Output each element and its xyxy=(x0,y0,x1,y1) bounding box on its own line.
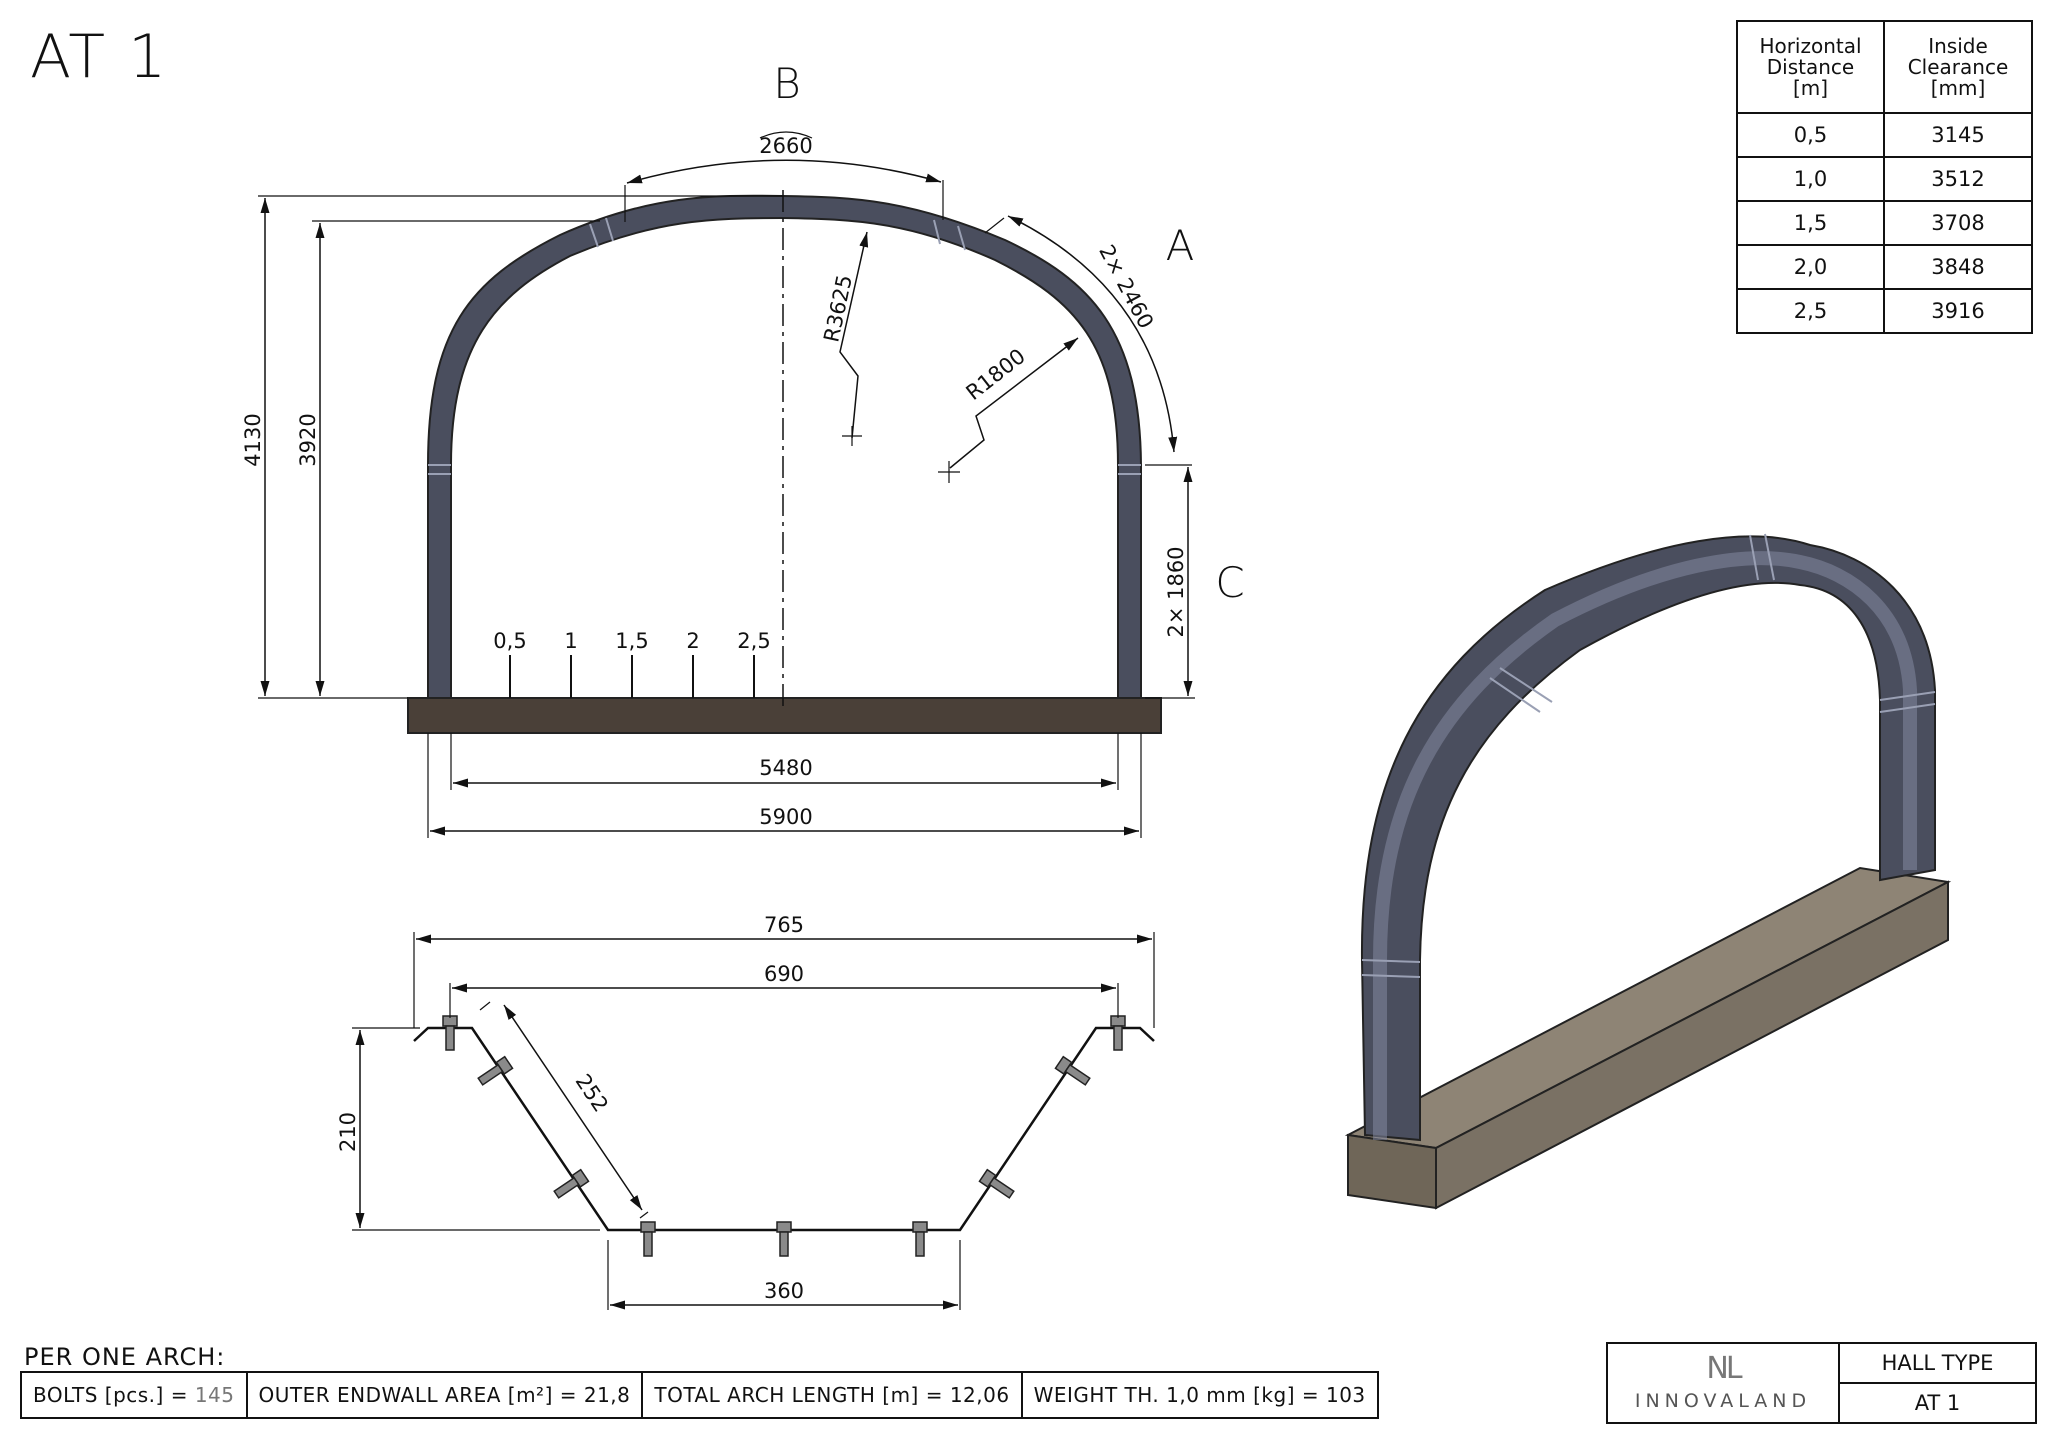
summary-cell-area: OUTER ENDWALL AREA [m²] = 21,8 xyxy=(245,1371,644,1419)
company-name: INNOVALAND xyxy=(1634,1390,1812,1412)
bolt xyxy=(640,1221,656,1257)
arch-body xyxy=(427,194,1142,699)
header-inside-clearance: Inside Clearance [mm] xyxy=(1883,20,2033,114)
depth-label: 210 xyxy=(336,1112,360,1152)
total-height-label: 4130 xyxy=(241,413,265,466)
clearance-cell: 3145 xyxy=(1883,112,2033,158)
elevation-view: 0,5 1 1,5 2 2,5 B A C 2660 2× 2460 R3625… xyxy=(241,59,1245,838)
company-logo: NL INNOVALAND xyxy=(1606,1342,1840,1424)
crown-radius-leader xyxy=(839,231,869,439)
segment-joints xyxy=(428,217,1141,475)
crown-arc-dimension xyxy=(626,159,942,184)
title-block: NL INNOVALAND HALL TYPE AT 1 xyxy=(1606,1342,2037,1424)
iso-arch-inner-face xyxy=(1373,551,1917,1140)
hall-type-value: AT 1 xyxy=(1838,1382,2037,1424)
summary-cell-bolts: BOLTS [pcs.] = 145 xyxy=(20,1371,248,1419)
section-label-a: A xyxy=(1166,221,1195,270)
top-outer-label: 765 xyxy=(764,913,804,937)
clearance-cell: 3512 xyxy=(1883,156,2033,202)
iso-foundation-side xyxy=(1347,1133,1437,1210)
bottom-label: 360 xyxy=(764,1279,804,1303)
distance-mark: 0,5 xyxy=(493,629,526,653)
inside-height-label: 3920 xyxy=(296,413,320,466)
clearance-cell: 3916 xyxy=(1883,288,2033,334)
distance-cell: 1,5 xyxy=(1736,200,1885,246)
section-label-c: C xyxy=(1215,558,1244,607)
summary-cell-weight: WEIGHT TH. 1,0 mm [kg] = 103 xyxy=(1020,1371,1379,1419)
distance-mark: 2 xyxy=(686,629,699,653)
side-radius-leader xyxy=(949,337,1079,469)
summary-cell-length: TOTAL ARCH LENGTH [m] = 12,06 xyxy=(641,1371,1023,1419)
distance-cell: 1,0 xyxy=(1736,156,1885,202)
distance-mark: 2,5 xyxy=(737,629,770,653)
bolt xyxy=(912,1221,928,1257)
distance-cell: 2,5 xyxy=(1736,288,1885,334)
distance-mark: 1 xyxy=(564,629,577,653)
iso-foundation-top xyxy=(1344,866,1952,1150)
sheet-title: AT 1 xyxy=(30,22,169,92)
distance-ticks xyxy=(509,655,755,698)
profile-section xyxy=(413,1026,1155,1232)
logo-mark-icon: NL xyxy=(1706,1351,1742,1386)
foundation-slab xyxy=(407,697,1162,734)
bolt xyxy=(978,1168,1015,1199)
summary-heading: PER ONE ARCH: xyxy=(24,1343,226,1371)
slant-label: 252 xyxy=(571,1070,613,1117)
inner-width-label: 5480 xyxy=(759,756,812,780)
side-arc-dimension xyxy=(1007,215,1178,453)
crown-arc-label: 2660 xyxy=(759,134,812,158)
crown-radius-label: R3625 xyxy=(819,273,857,345)
wall-height-label: 2× 1860 xyxy=(1164,546,1188,637)
profile-view: 765 690 252 210 360 xyxy=(336,913,1155,1310)
distance-mark: 1,5 xyxy=(615,629,648,653)
section-label-b: B xyxy=(773,59,801,108)
bolt xyxy=(1110,1015,1126,1051)
bolt xyxy=(1054,1055,1091,1086)
outer-width-label: 5900 xyxy=(759,805,812,829)
clearance-cell: 3848 xyxy=(1883,244,2033,290)
distance-cell: 0,5 xyxy=(1736,112,1885,158)
distance-cell: 2,0 xyxy=(1736,244,1885,290)
top-inner-label: 690 xyxy=(764,962,804,986)
clearance-table: Horizontal Distance [m] Inside Clearance… xyxy=(1736,20,2033,334)
side-radius-label: R1800 xyxy=(961,344,1029,405)
slant-dimension xyxy=(503,1004,643,1211)
iso-foundation-front xyxy=(1435,880,1949,1210)
clearance-cell: 3708 xyxy=(1883,200,2033,246)
summary-table: BOLTS [pcs.] = 145 OUTER ENDWALL AREA [m… xyxy=(20,1371,1379,1419)
bolt xyxy=(442,1015,458,1051)
bolt xyxy=(776,1221,792,1257)
hall-type-label: HALL TYPE xyxy=(1838,1342,2037,1384)
iso-joints xyxy=(1361,533,1936,978)
header-horizontal-distance: Horizontal Distance [m] xyxy=(1736,20,1885,114)
isometric-view xyxy=(1344,533,1952,1210)
